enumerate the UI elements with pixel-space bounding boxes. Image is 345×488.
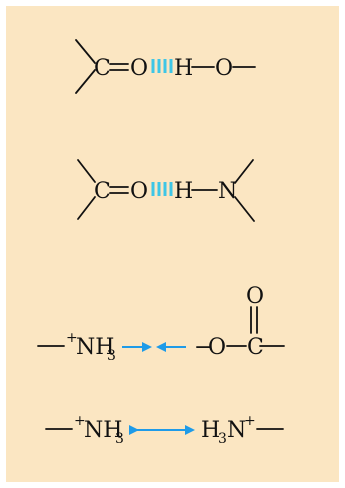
c-substituent-bond-lower (75, 69, 96, 94)
ammonium-subscript-3-right: 3 (218, 431, 227, 447)
carbon-atom-label: C (94, 179, 111, 204)
carbonyl-hydroxyl-hbond: C O H O (75, 39, 256, 94)
carboxyl-carbon-label: C (247, 335, 264, 360)
c-substituent-bond-lower (77, 196, 96, 220)
ammonium-n-label-right: N (227, 418, 246, 443)
carboxylate-oxygen-label: O (208, 335, 226, 360)
oxygen-atom-label: O (130, 56, 148, 81)
c-substituent-bond-upper (77, 159, 96, 183)
ammonium-nh-label-left: NH (84, 418, 122, 443)
ammonium-subscript-3-left: 3 (115, 431, 124, 447)
oxygen-atom-label-2: O (215, 56, 233, 81)
ammonium-subscript-3: 3 (107, 348, 116, 364)
oxygen-atom-label: O (130, 179, 148, 204)
n-substituent-bond-lower (234, 196, 255, 222)
carbonyl-amine-hbond: C O H N (77, 159, 255, 222)
diagram-panel: C O H O C O H N (6, 6, 339, 482)
carbonyl-oxygen-label: O (246, 284, 264, 309)
ammonium-charge-plus-left: + (74, 413, 86, 429)
hydrogen-atom-label: H (174, 56, 193, 81)
ammonium-h-label-right: H (201, 418, 220, 443)
ammonium-charge-plus: + (66, 330, 78, 346)
n-substituent-bond-upper (234, 159, 254, 184)
carbon-atom-label: C (94, 56, 111, 81)
hydrogen-bond-dashes (151, 182, 173, 196)
hydrogen-bond-dashes (151, 59, 173, 73)
ammonium-charge-plus-right: + (244, 413, 256, 429)
nitrogen-atom-label: N (218, 179, 237, 204)
ammonium-nh-label: NH (76, 335, 114, 360)
carboxylate-charge-minus: − (194, 335, 212, 360)
ammonium-carboxylate-attraction: + NH 3 − O C O (37, 284, 285, 364)
c-substituent-bond-upper (75, 39, 96, 64)
ammonium-ammonium-repulsion: + NH 3 H 3 N + (45, 413, 284, 447)
hydrogen-atom-label: H (174, 179, 193, 204)
noncovalent-interactions-diagram: C O H O C O H N (37, 39, 285, 447)
